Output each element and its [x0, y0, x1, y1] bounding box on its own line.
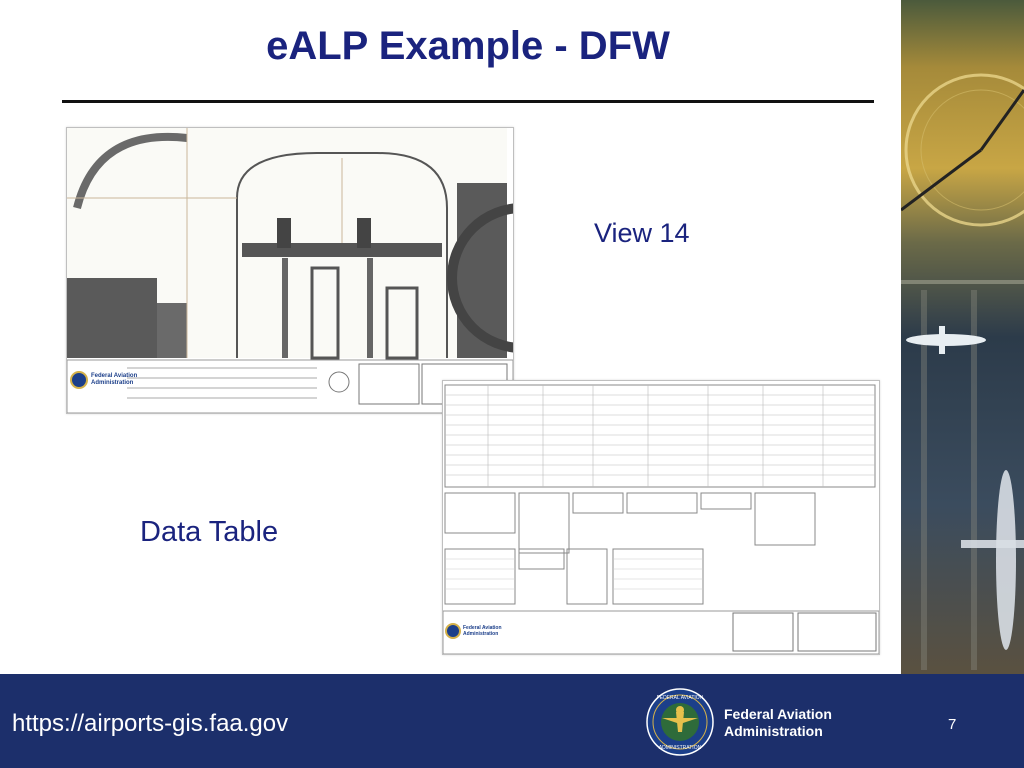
svg-text:FEDERAL AVIATION: FEDERAL AVIATION: [657, 695, 704, 701]
thumb-table-org-line1: Federal Aviation: [463, 625, 502, 631]
svg-text:ADMINISTRATION: ADMINISTRATION: [659, 745, 702, 751]
thumb-org-name: Federal Aviation Administration: [91, 373, 137, 387]
view-14-thumbnail: Federal Aviation Administration: [66, 127, 597, 414]
data-table-label: Data Table: [140, 516, 279, 548]
view-label: View 14: [594, 218, 690, 248]
thumb-org-line2: Administration: [91, 380, 134, 386]
faa-org-line2: Administration: [724, 723, 823, 739]
slide-title: eALP Example - DFW: [266, 24, 670, 68]
footer-bar: [0, 674, 1024, 768]
page-number: 7: [948, 716, 957, 733]
faa-org-line1: Federal Aviation: [724, 706, 832, 722]
thumb-org-line1: Federal Aviation: [91, 373, 138, 379]
decorative-photo-strip: [901, 0, 1024, 674]
thumb-table-org-name: Federal Aviation Administration: [463, 625, 502, 637]
title-divider: [62, 100, 874, 103]
faa-org-name: Federal Aviation Administration: [724, 706, 832, 740]
faa-seal-icon: FEDERAL AVIATION ADMINISTRATION: [646, 688, 714, 756]
data-table-thumbnail: Federal Aviation Administration: [442, 380, 880, 655]
thumb-table-org-line2: Administration: [463, 631, 499, 637]
footer-url-link[interactable]: https://airports-gis.faa.gov: [12, 710, 289, 737]
